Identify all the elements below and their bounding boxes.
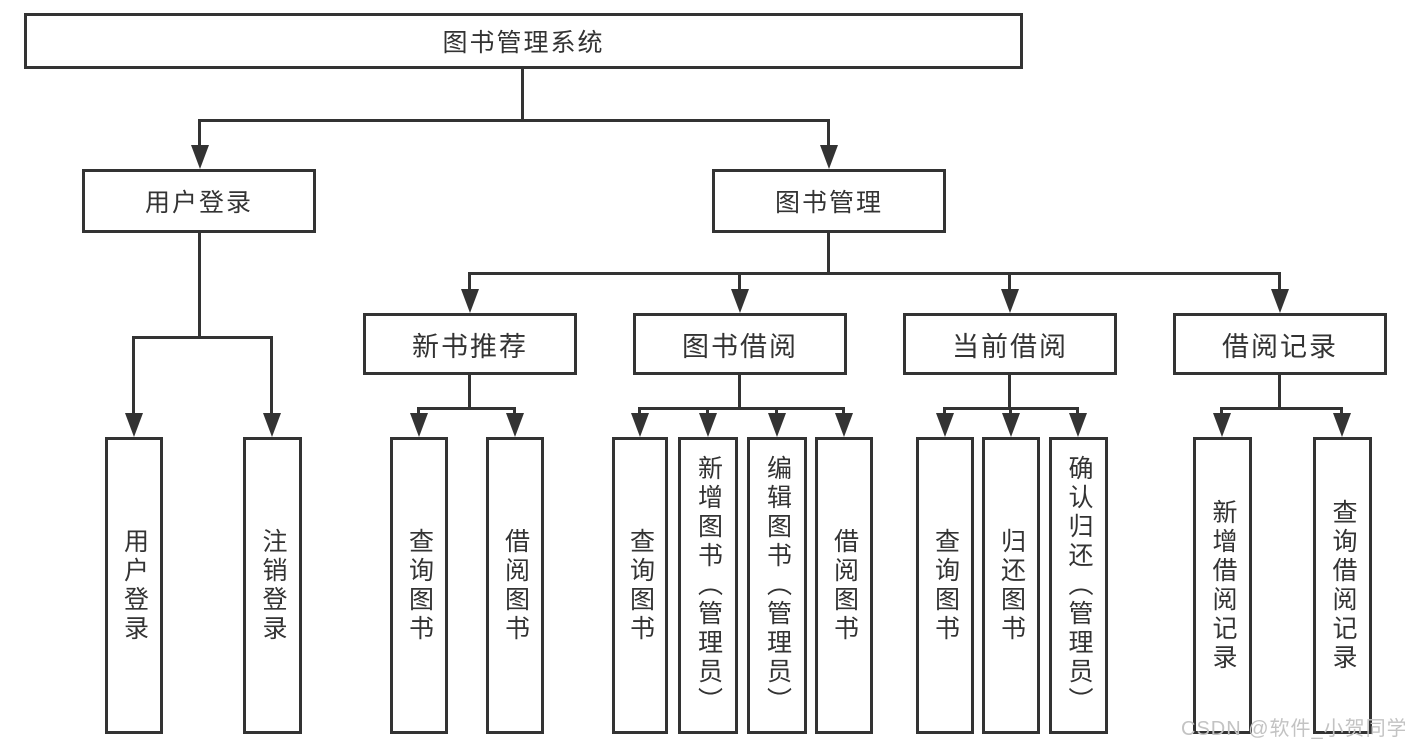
arrowhead-down-icon: [461, 289, 479, 313]
arrowhead-down-icon: [1271, 289, 1289, 313]
node-book-management: 图书管理: [712, 169, 946, 233]
node-user-login: 用户登录: [82, 169, 316, 233]
arrowhead-down-icon: [631, 413, 649, 437]
node-root-library-management-system: 图书管理系统: [24, 13, 1023, 69]
leaf-borrowing-borrow-books: 借阅图书: [815, 437, 873, 734]
connector-bar: [132, 336, 273, 339]
connector-bar: [1220, 407, 1343, 410]
arrowhead-down-icon: [1001, 289, 1019, 313]
leaf-records-query-borrow-record: 查询借阅记录: [1313, 437, 1372, 734]
arrowhead-down-icon: [936, 413, 954, 437]
node-borrowing-records: 借阅记录: [1173, 313, 1387, 375]
csdn-watermark: CSDN @软件_小贺同学: [1181, 718, 1405, 740]
arrowhead-down-icon: [125, 413, 143, 437]
connector-arrow-stem: [738, 274, 741, 293]
connector-parent-stem: [198, 233, 201, 338]
connector-arrow-stem: [132, 338, 135, 417]
connector-arrow-stem: [270, 338, 273, 417]
arrowhead-down-icon: [1069, 413, 1087, 437]
node-new-book-recommendation: 新书推荐: [363, 313, 577, 375]
arrowhead-down-icon: [191, 145, 209, 169]
arrowhead-down-icon: [768, 413, 786, 437]
connector-arrow-stem: [198, 121, 201, 149]
arrowhead-down-icon: [1002, 413, 1020, 437]
leaf-current-query-books: 查询图书: [916, 437, 974, 734]
connector-parent-stem: [827, 233, 830, 274]
connector-parent-stem: [1008, 375, 1011, 409]
leaf-borrowing-query-books: 查询图书: [612, 437, 668, 734]
arrowhead-down-icon: [699, 413, 717, 437]
arrowhead-down-icon: [731, 289, 749, 313]
leaf-current-confirm-return-admin: 确认归还（管理员）: [1049, 437, 1108, 734]
connector-bar: [943, 407, 1079, 410]
leaf-user-login: 用户登录: [105, 437, 163, 734]
node-current-borrowing: 当前借阅: [903, 313, 1117, 375]
connector-arrow-stem: [827, 121, 830, 149]
connector-arrow-stem: [1008, 274, 1011, 293]
leaf-recommend-borrow-books: 借阅图书: [486, 437, 544, 734]
connector-arrow-stem: [468, 274, 471, 293]
arrowhead-down-icon: [410, 413, 428, 437]
leaf-recommend-query-books: 查询图书: [390, 437, 448, 734]
leaf-current-return-books: 归还图书: [982, 437, 1040, 734]
arrowhead-down-icon: [263, 413, 281, 437]
leaf-logout: 注销登录: [243, 437, 302, 734]
connector-bar: [638, 407, 845, 410]
leaf-records-add-borrow-record: 新增借阅记录: [1193, 437, 1252, 734]
node-book-borrowing: 图书借阅: [633, 313, 847, 375]
arrowhead-down-icon: [1333, 413, 1351, 437]
arrowhead-down-icon: [820, 145, 838, 169]
connector-bar: [417, 407, 516, 410]
connector-bar: [468, 272, 1281, 275]
arrowhead-down-icon: [835, 413, 853, 437]
connector-parent-stem: [521, 69, 524, 121]
connector-parent-stem: [468, 375, 471, 409]
arrowhead-down-icon: [1213, 413, 1231, 437]
leaf-borrowing-edit-books-admin: 编辑图书（管理员）: [747, 437, 807, 734]
connector-bar: [198, 119, 830, 122]
arrowhead-down-icon: [506, 413, 524, 437]
connector-arrow-stem: [1278, 274, 1281, 293]
leaf-borrowing-add-books-admin: 新增图书（管理员）: [678, 437, 738, 734]
connector-parent-stem: [738, 375, 741, 409]
connector-parent-stem: [1278, 375, 1281, 409]
